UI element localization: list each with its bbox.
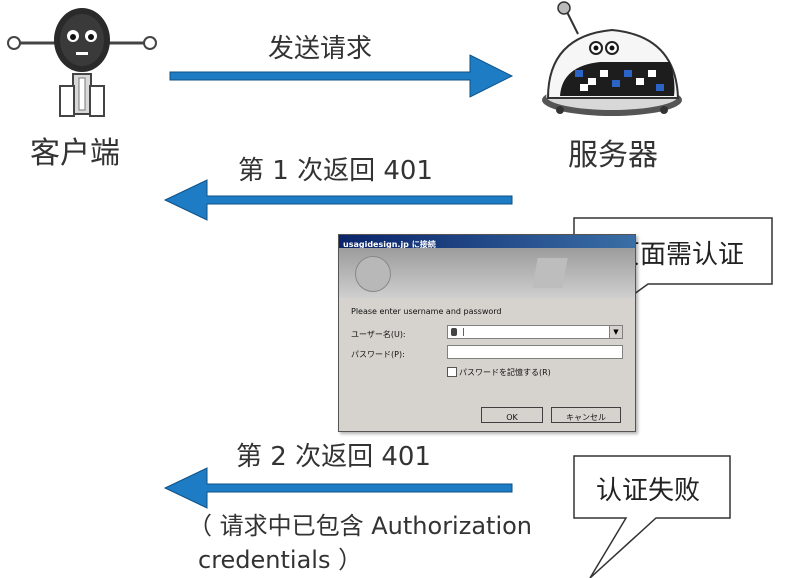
second-401-arrow-label: 第 2 次返回 401 xyxy=(236,442,431,472)
client-robot-icon xyxy=(7,8,157,117)
username-label: ユーザー名(U): xyxy=(351,330,406,339)
keys-icon xyxy=(355,256,391,292)
dialog-banner xyxy=(339,248,635,298)
ok-button[interactable]: OK xyxy=(481,407,543,423)
login-dialog: usagidesign.jp に接続 Please enter username… xyxy=(338,234,636,432)
auth-failed-callout-shape xyxy=(573,455,731,578)
request-arrow-label: 发送请求 xyxy=(268,34,373,64)
dialog-title: usagidesign.jp に接続 xyxy=(343,240,436,249)
second-401-arrow xyxy=(163,467,513,509)
user-icon xyxy=(451,328,457,336)
first-401-arrow xyxy=(163,179,513,221)
username-dropdown-button[interactable]: ▼ xyxy=(609,326,622,338)
password-label: パスワード(P): xyxy=(351,350,405,359)
second-401-note-line2: credentials ） xyxy=(198,546,363,574)
username-value: | xyxy=(462,327,465,336)
server-label: 服务器 xyxy=(568,138,658,173)
username-field[interactable]: | ▼ xyxy=(447,325,623,339)
remember-checkbox[interactable] xyxy=(447,367,457,377)
cancel-label: キャンセル xyxy=(566,413,606,422)
first-401-arrow-label: 第 1 次返回 401 xyxy=(238,156,433,186)
cancel-button[interactable]: キャンセル xyxy=(551,407,621,423)
remember-label: パスワードを記憶する(R) xyxy=(459,368,551,377)
second-401-note-line1: （ 请求中已包含 Authorization xyxy=(188,512,533,540)
dialog-title-bar: usagidesign.jp に接続 xyxy=(339,235,635,249)
password-field[interactable] xyxy=(447,345,623,359)
client-label: 客户端 xyxy=(30,136,120,171)
ok-label: OK xyxy=(506,413,518,422)
request-arrow xyxy=(169,54,514,98)
server-robot-icon xyxy=(542,1,682,116)
auth-failed-callout: 认证失败 xyxy=(596,476,701,506)
banner-logo-icon xyxy=(532,258,568,288)
dialog-prompt: Please enter username and password xyxy=(351,307,502,316)
